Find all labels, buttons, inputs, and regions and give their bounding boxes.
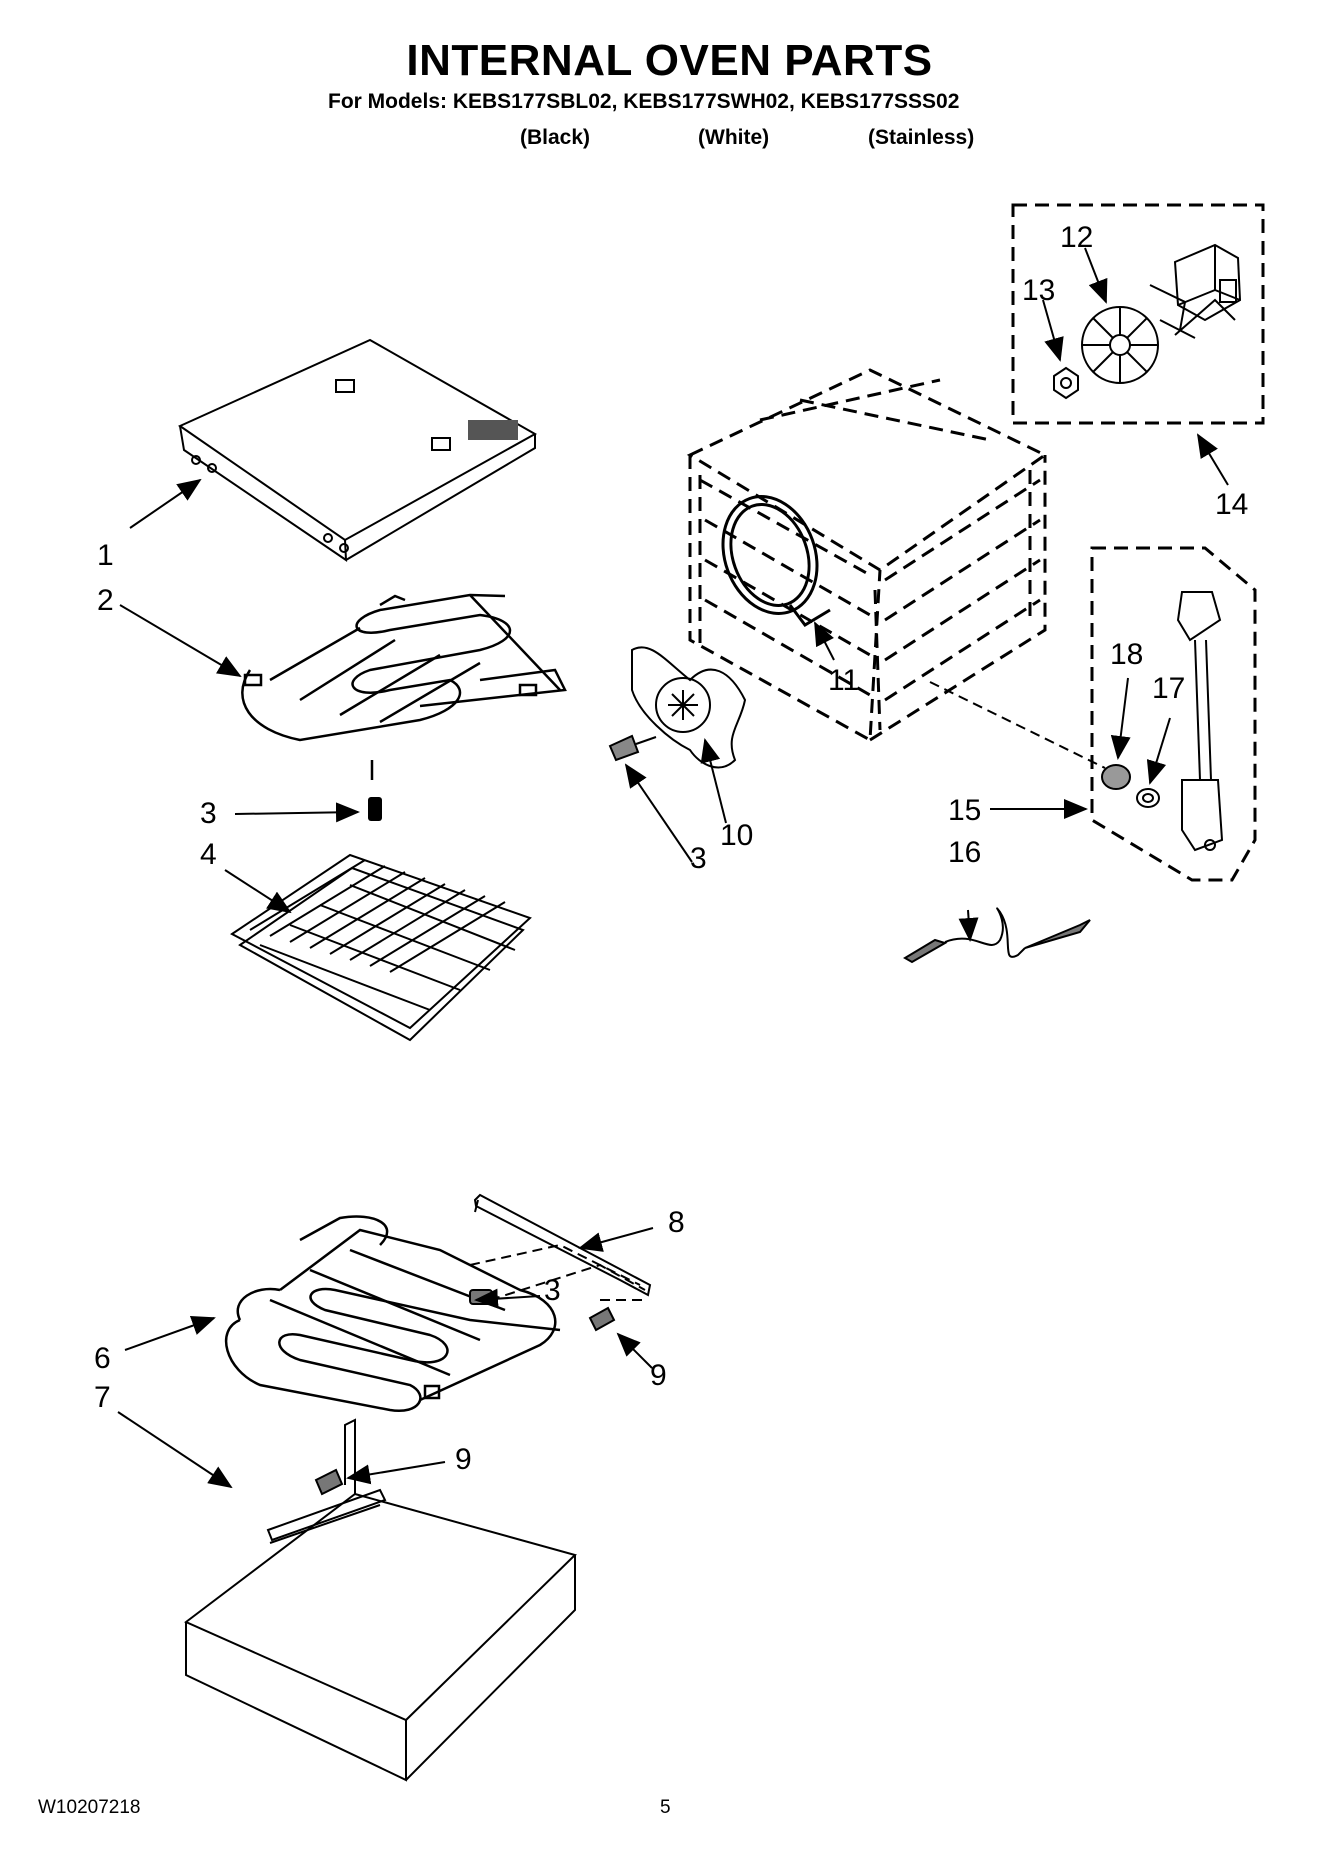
part-8-bracket: [473, 1193, 652, 1297]
callout-3c: 3: [544, 1274, 561, 1307]
variant-black: (Black): [520, 126, 591, 149]
callout-6: 6: [94, 1342, 111, 1375]
callout-8: 8: [668, 1206, 685, 1239]
callout-arrows: [117, 247, 1229, 1489]
part-3-screw-bake: [469, 1289, 493, 1305]
variant-white: (White): [698, 126, 770, 149]
fan-motor: [1149, 243, 1242, 339]
callout-4: 4: [200, 838, 217, 871]
callout-9a: 9: [650, 1359, 667, 1392]
callout-13: 13: [1022, 274, 1055, 307]
callout-17: 17: [1152, 672, 1185, 705]
part-18-bushing: [1101, 764, 1131, 790]
part-14-fan-motor-box: [1011, 203, 1265, 425]
callout-12: 12: [1060, 221, 1093, 254]
part-6-bake-element: [224, 1215, 561, 1413]
part-3-screw-upper: [368, 797, 382, 821]
page-number: 5: [660, 1797, 671, 1818]
part-7-bake-cover: [184, 1418, 577, 1782]
document-number: W10207218: [38, 1797, 141, 1818]
part-9-screw-lower: [314, 1468, 344, 1496]
part-13-nut: [1053, 366, 1079, 400]
callout-10: 10: [720, 819, 753, 852]
callout-3b: 3: [690, 842, 707, 875]
part-3-screw-fan: [608, 734, 657, 762]
part-10-fan-cover: [631, 646, 747, 769]
sensor-probe: [1176, 591, 1224, 852]
callout-7: 7: [94, 1381, 111, 1414]
part-12-fan-blade: [1081, 306, 1159, 384]
part-1-heat-shield: [177, 338, 538, 562]
callout-labels: 1 2 3 4 3 10 11 12 13 14 15 16 17 18 8 3…: [94, 221, 1248, 1476]
part-4-oven-rack: [230, 853, 532, 1042]
variant-stainless: (Stainless): [868, 126, 975, 149]
callout-3a: 3: [200, 797, 217, 830]
part-2-broil-element: [241, 593, 567, 780]
part-16-meat-probe: [903, 907, 1091, 964]
part-11-convection-element: [721, 495, 831, 627]
callout-11: 11: [828, 664, 859, 697]
models-line: For Models: KEBS177SBL02, KEBS177SWH02, …: [328, 90, 960, 113]
page-title: INTERNAL OVEN PARTS: [406, 36, 933, 85]
callout-16: 16: [948, 836, 981, 869]
part-17-washer: [1136, 788, 1160, 808]
callout-15: 15: [948, 794, 981, 827]
part-15-sensor-box: [1090, 546, 1257, 882]
callout-1: 1: [97, 539, 114, 572]
dashed-leaders: [469, 681, 1106, 1301]
callout-14: 14: [1215, 488, 1248, 521]
oven-cavity: [686, 368, 1048, 743]
callout-2: 2: [97, 584, 114, 617]
part-9-screw-right: [588, 1306, 616, 1332]
callout-9b: 9: [455, 1443, 472, 1476]
callout-18: 18: [1110, 638, 1143, 671]
